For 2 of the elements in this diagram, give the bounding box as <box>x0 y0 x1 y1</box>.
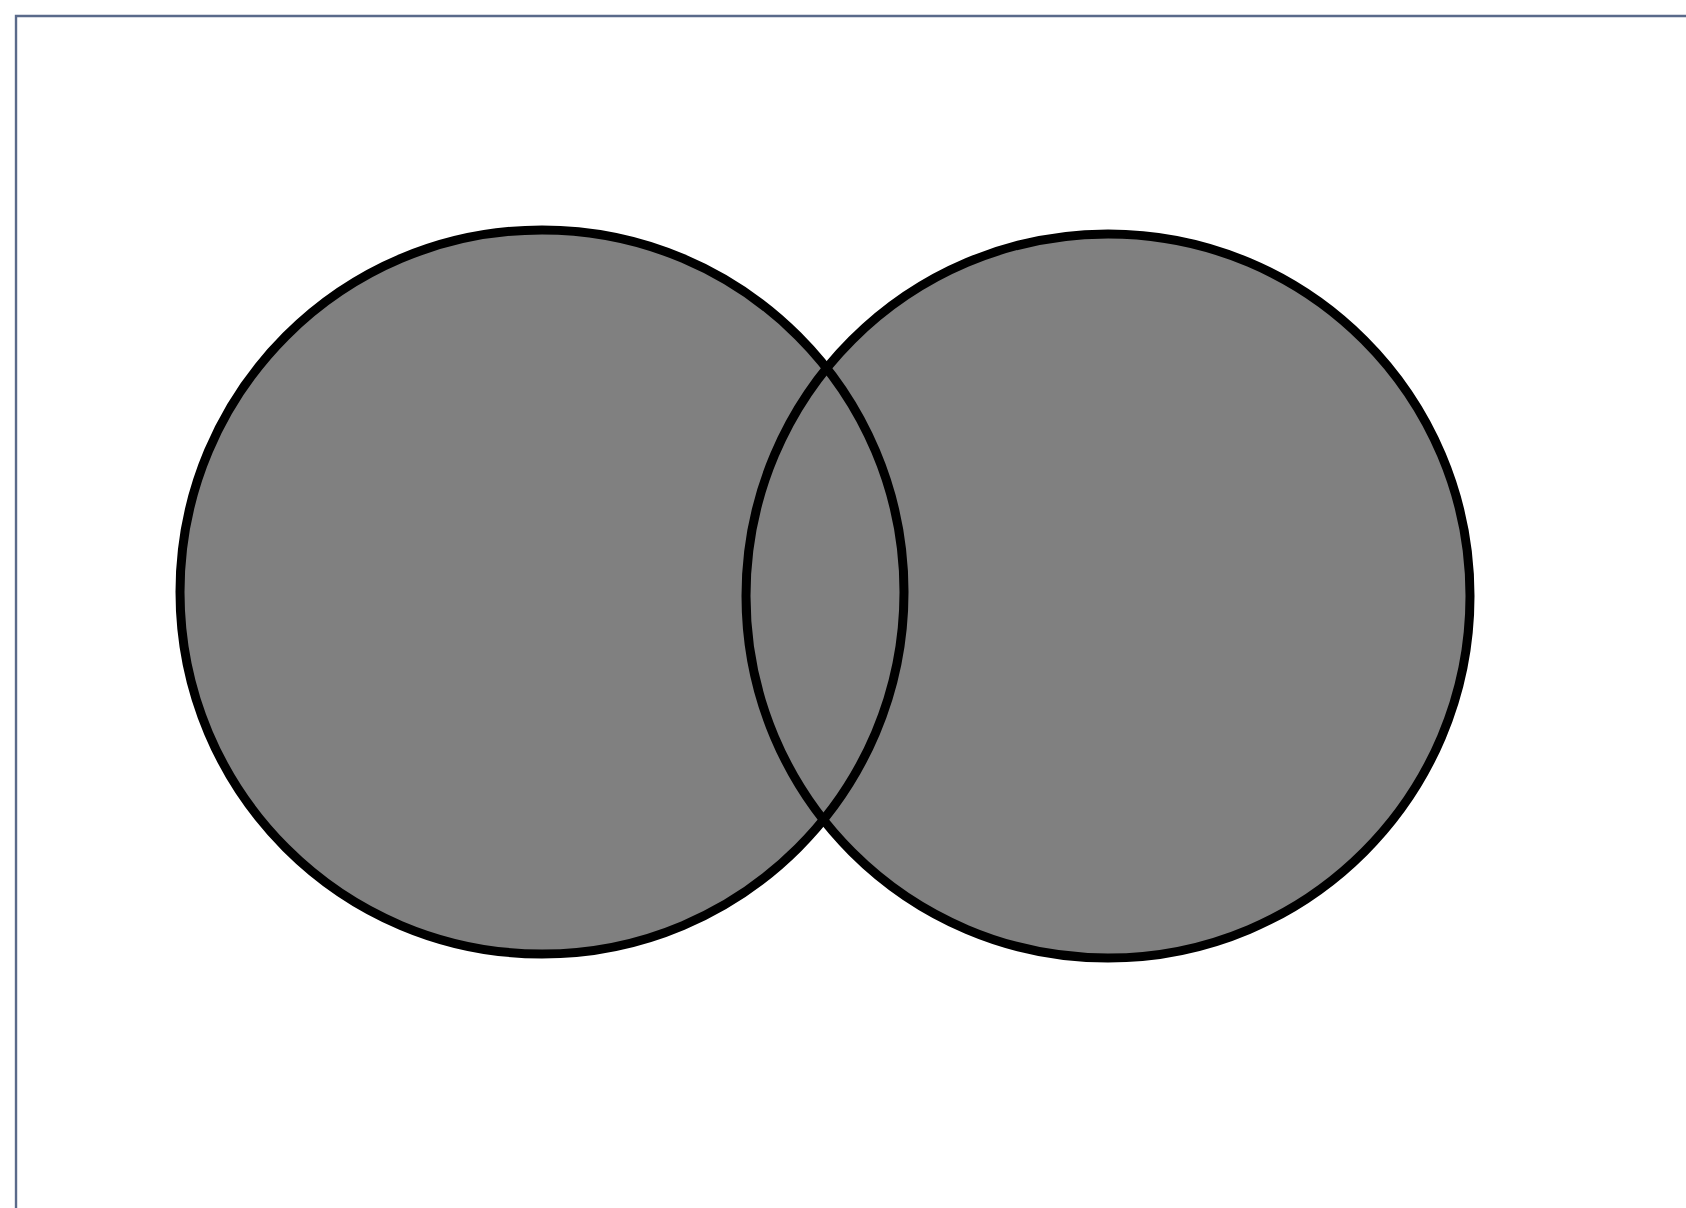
circle <box>741 229 1475 963</box>
circle <box>175 225 909 959</box>
